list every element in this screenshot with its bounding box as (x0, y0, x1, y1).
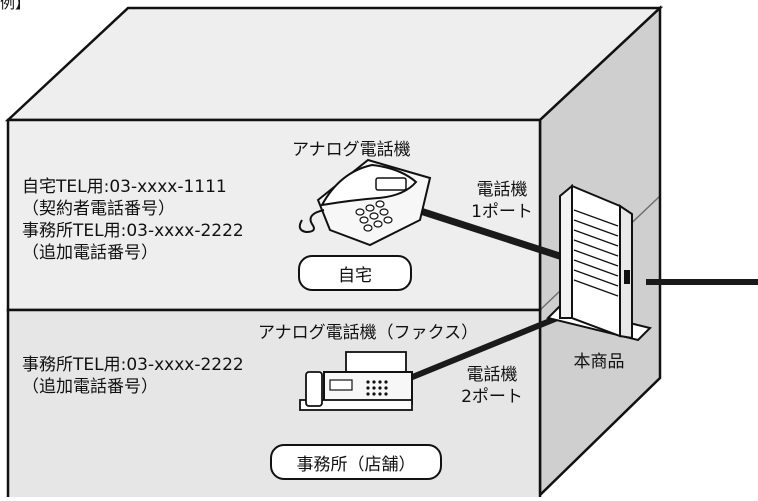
home-device-label: アナログ電話機 (292, 140, 411, 160)
corner-label: 例】 (0, 0, 31, 12)
office-port-label-1: 電話機 (466, 365, 518, 385)
home-line-4: （追加電話番号） (22, 243, 158, 263)
cable-home-phone (401, 202, 576, 264)
home-room-label: 自宅 (298, 255, 412, 291)
fax-machine-icon (299, 351, 413, 411)
office-room-label: 事務所（店舗） (270, 444, 442, 480)
office-port-label-2: 2ポート (461, 387, 523, 407)
home-line-1: 自宅TEL用:03-xxxx-1111 (22, 177, 227, 197)
home-port-label-1: 電話機 (476, 180, 528, 200)
cable-office-fax (407, 309, 575, 381)
analog-phone-icon (298, 158, 432, 247)
floor-home-front (6, 118, 542, 312)
home-line-2: （契約者電話番号） (22, 199, 175, 219)
home-line-3: 事務所TEL用:03-xxxx-2222 (22, 221, 244, 241)
office-line-2: （追加電話番号） (22, 377, 158, 397)
office-device-label: アナログ電話機（ファクス） (258, 323, 479, 343)
product-label: 本商品 (573, 352, 625, 372)
office-line-1: 事務所TEL用:03-xxxx-2222 (22, 355, 244, 375)
home-port-label-2: 1ポート (471, 202, 533, 222)
router-device-icon (546, 183, 652, 342)
